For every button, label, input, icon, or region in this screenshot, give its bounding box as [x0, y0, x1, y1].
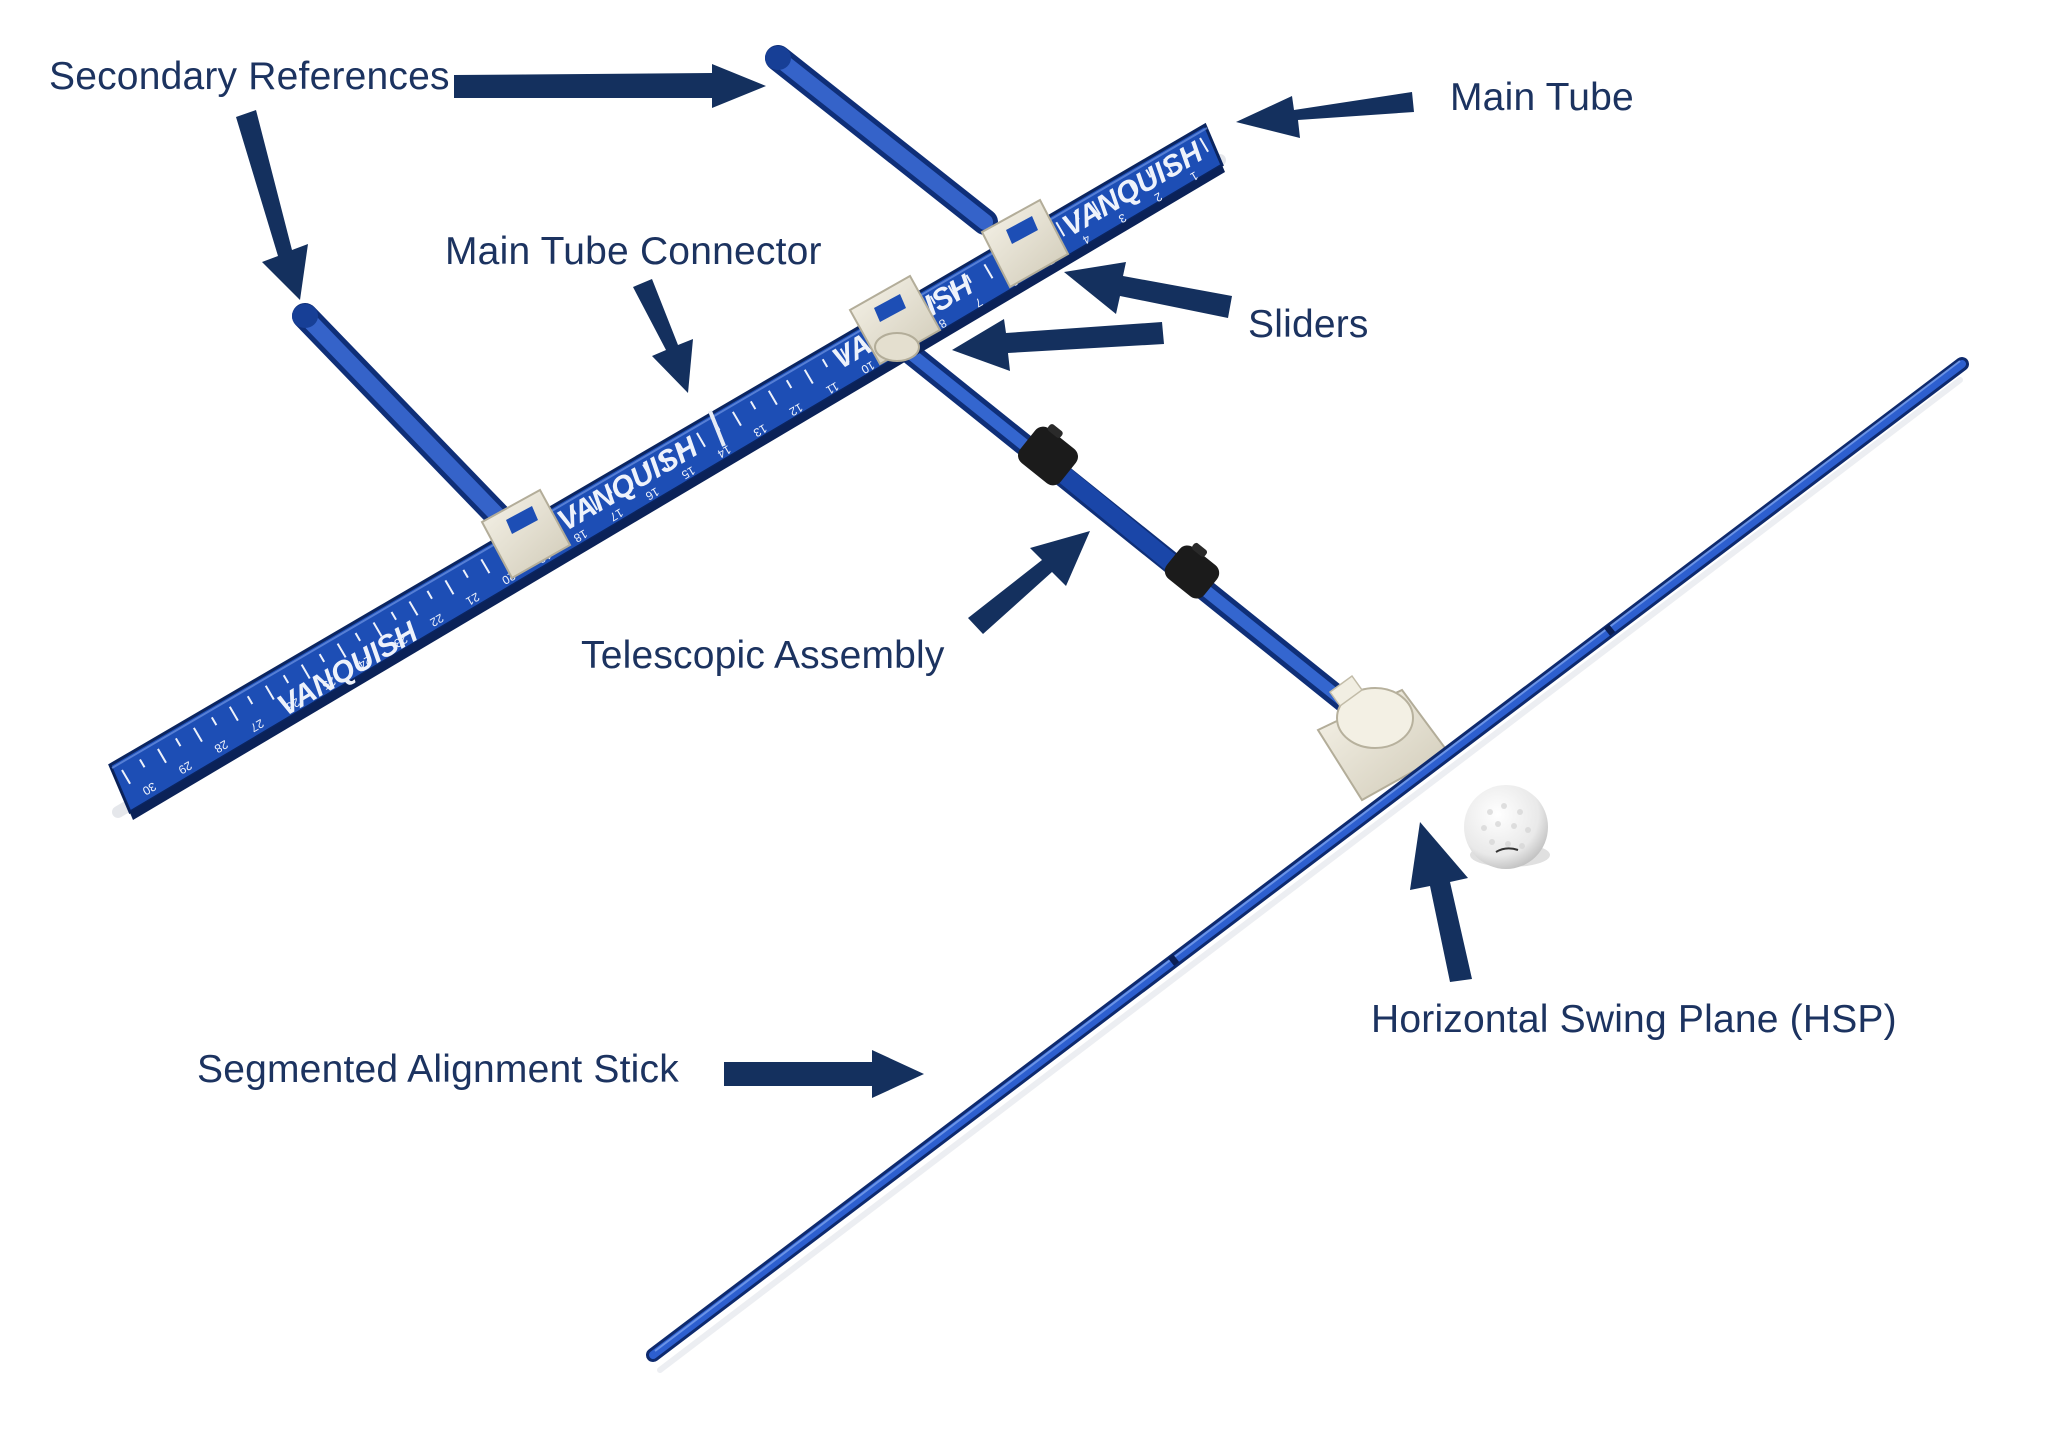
ruler-tick	[264, 685, 275, 701]
ruler-tick	[624, 474, 635, 490]
ruler-tick	[785, 379, 793, 389]
ruler-tick	[1091, 200, 1102, 216]
golf-ball	[1464, 785, 1550, 869]
ruler-tick	[821, 358, 829, 368]
arrow-secondary-right-icon	[454, 64, 766, 108]
ruler-tick	[282, 674, 290, 684]
arrow-slider-connector-icon	[952, 319, 1164, 371]
ruler-tick	[390, 611, 397, 621]
ruler-tick	[246, 695, 254, 705]
ruler-tick	[336, 643, 347, 658]
arrow-telescopic-icon	[968, 531, 1090, 634]
ruler-tick	[1073, 211, 1080, 221]
ruler-tick	[767, 390, 778, 406]
ruler-tick	[300, 664, 311, 679]
ruler-tick	[139, 758, 146, 768]
ruler-tick	[1199, 137, 1209, 153]
segmented-alignment-stick	[646, 357, 1969, 1362]
ruler-tick	[732, 411, 742, 427]
ruler-tick	[175, 737, 182, 747]
ruler-tick	[408, 600, 419, 616]
telescopic-assembly-rod	[889, 334, 1363, 719]
arrows	[236, 64, 1472, 1098]
arrow-alignment-stick-icon	[724, 1050, 924, 1098]
slider-left	[480, 488, 572, 580]
label-telescopic-assembly: Telescopic Assembly	[581, 634, 945, 677]
label-secondary-references: Secondary References	[49, 55, 450, 98]
ruler-tick	[929, 295, 936, 305]
slider-right	[980, 198, 1070, 289]
ruler-number: 28	[212, 737, 231, 756]
ruler-number: 27	[248, 716, 267, 735]
ruler-number: 18	[571, 527, 590, 546]
ruler-tick	[444, 579, 455, 595]
ruler-number: 22	[427, 611, 446, 630]
ruler-number: 16	[643, 484, 662, 503]
ruler-number: 26	[284, 695, 303, 714]
ruler-number: 30	[140, 779, 159, 798]
ruler-number: 29	[176, 758, 195, 777]
ruler-number: 24	[355, 653, 374, 672]
arrow-main-tube-icon	[1236, 92, 1414, 138]
ruler-tick	[318, 653, 326, 663]
ruler-tick	[839, 348, 850, 363]
ruler-tick	[588, 495, 599, 511]
ruler-tick	[1055, 221, 1066, 237]
ruler-tick	[857, 337, 865, 347]
ruler-tick	[1127, 179, 1138, 195]
ruler-number: 10	[858, 358, 877, 377]
ruler-tick	[354, 632, 361, 642]
ruler-tick	[965, 274, 972, 284]
telescopic-clip-lower	[1164, 542, 1220, 599]
ruler-number: 17	[607, 505, 626, 524]
ruler-tick	[480, 558, 491, 574]
ruler-tick	[121, 769, 131, 785]
ruler-tick	[1163, 158, 1174, 174]
arrow-hsp-icon	[1410, 822, 1472, 982]
ruler-number: 15	[679, 463, 698, 482]
ruler-number: 12	[787, 400, 806, 419]
ruler-tick	[642, 464, 649, 473]
secondary-reference-left-rod	[292, 303, 513, 531]
telescopic-clip-upper	[1018, 424, 1078, 486]
ruler-tick	[606, 485, 613, 494]
ruler-tick	[1109, 190, 1116, 199]
ruler-tick	[210, 716, 218, 726]
ruler-tick	[660, 453, 670, 469]
main-tube-connector	[848, 274, 942, 366]
ruler-tick	[947, 284, 958, 300]
arrow-slider-right-icon	[1064, 262, 1232, 318]
ruler-number: 21	[463, 590, 482, 609]
label-segmented-alignment-stick: Segmented Alignment Stick	[197, 1048, 679, 1091]
ruler-tick	[426, 590, 433, 600]
arrow-secondary-left-icon	[236, 110, 308, 300]
ruler-tick	[696, 432, 706, 448]
label-sliders: Sliders	[1248, 303, 1369, 346]
ruler-tick	[749, 400, 757, 410]
ruler-number: 25	[319, 674, 338, 693]
secondary-reference-right-rod	[765, 45, 998, 235]
ruler-tick	[803, 369, 814, 385]
label-horizontal-swing-plane: Horizontal Swing Plane (HSP)	[1371, 998, 1897, 1041]
ruler-tick	[462, 569, 469, 579]
ruler-tick	[157, 748, 167, 764]
label-main-tube-connector: Main Tube Connector	[445, 230, 822, 273]
arrow-main-tube-connector-icon	[633, 279, 693, 393]
ruler-tick	[372, 622, 383, 637]
ruler-tick	[1181, 148, 1188, 157]
ruler-tick	[228, 706, 239, 722]
ruler-tick	[983, 263, 994, 279]
ruler-tick	[193, 727, 203, 743]
label-main-tube: Main Tube	[1450, 76, 1634, 119]
ruler-tick	[678, 442, 685, 452]
ruler-number: 23	[391, 632, 410, 651]
ruler-tick	[1145, 169, 1152, 178]
ruler-tick	[570, 506, 577, 515]
ruler-number: 14	[715, 442, 734, 461]
hsp-mount	[1316, 674, 1450, 802]
ruler-number: 13	[751, 421, 770, 440]
